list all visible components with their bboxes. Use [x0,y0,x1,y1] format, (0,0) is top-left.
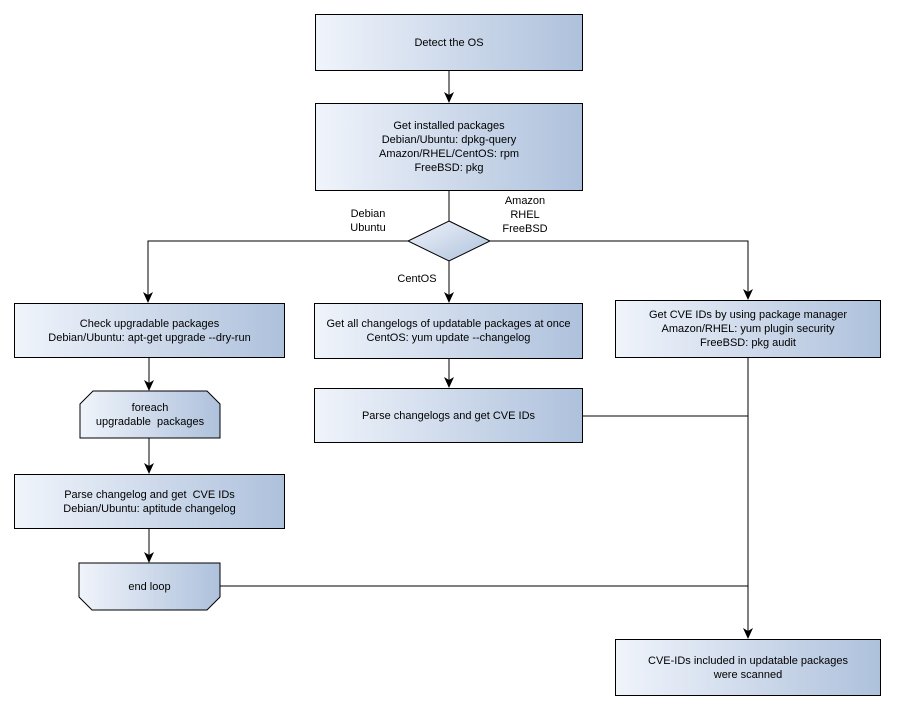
os-decision-diamond [406,220,492,262]
node-check-upgradable-packages: Check upgradable packages Debian/Ubuntu:… [14,303,285,358]
node-cve-scanned: CVE-IDs included in updatable packages w… [615,639,881,696]
end-loop-shape [78,562,221,611]
node-get-cve-package-manager: Get CVE IDs by using package manager Ama… [615,300,881,358]
branch-label-centos: CentOS [397,273,437,285]
branch-label-debian-ubuntu: Debian Ubuntu [350,208,386,234]
node-detect-os: Detect the OS [315,14,583,71]
node-get-all-changelogs: Get all changelogs of updatable packages… [314,303,583,359]
node-parse-changelog-debian-label: Parse changelog and get CVE IDs Debian/U… [63,488,236,515]
node-get-installed-packages: Get installed packages Debian/Ubuntu: dp… [315,103,583,191]
foreach-loop-shape [79,390,221,439]
node-get-installed-packages-label: Get installed packages Debian/Ubuntu: dp… [379,120,519,174]
edge-decision-to-get-cve [489,240,753,300]
node-parse-changelog-debian: Parse changelog and get CVE IDs Debian/U… [14,474,285,529]
node-cve-scanned-label: CVE-IDs included in updatable packages w… [648,654,848,681]
node-parse-changelogs-centos-label: Parse changelogs and get CVE IDs [361,409,536,422]
node-get-cve-package-manager-label: Get CVE IDs by using package manager Ama… [648,309,848,349]
edge-decision-to-check-upgradable [143,240,409,303]
node-detect-os-label: Detect the OS [414,36,484,49]
branch-label-amazon-rhel-freebsd: Amazon RHEL FreeBSD [502,195,548,235]
node-parse-changelogs-centos: Parse changelogs and get CVE IDs [314,388,583,443]
node-check-upgradable-packages-label: Check upgradable packages Debian/Ubuntu:… [48,317,251,344]
node-get-all-changelogs-label: Get all changelogs of updatable packages… [326,318,571,344]
